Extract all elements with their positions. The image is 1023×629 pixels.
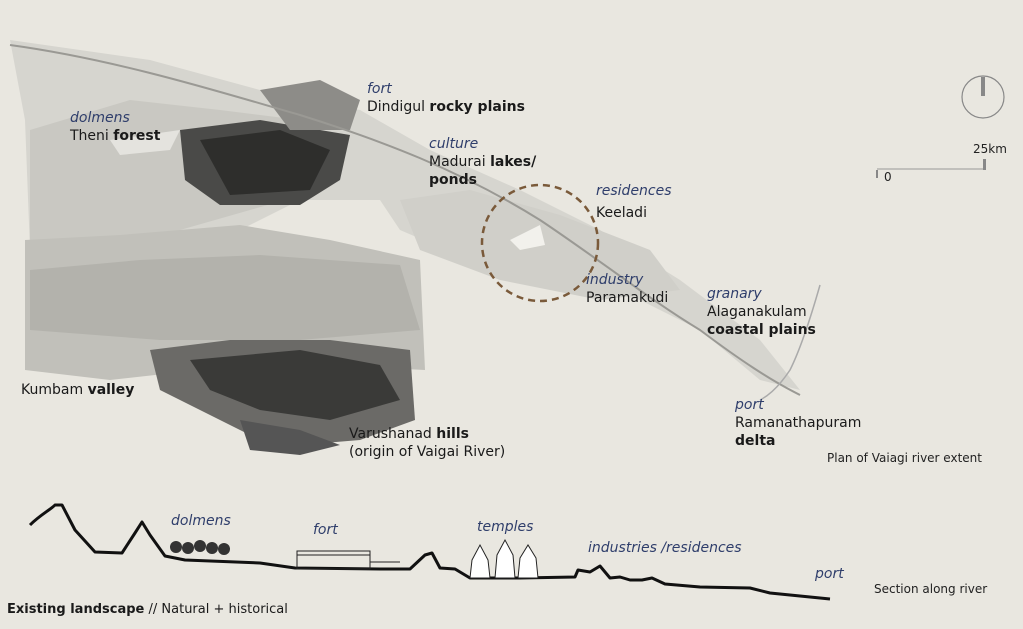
section-caption: Section along river bbox=[874, 582, 988, 596]
map-label-madurai: culture Madurai lakes/ ponds bbox=[429, 136, 536, 189]
place-type: valley bbox=[87, 382, 135, 398]
scale-end-label: 25km bbox=[973, 142, 1007, 156]
map-label-varushanad: Varushanad hills (origin of Vaigai River… bbox=[349, 425, 505, 461]
map-label-keeladi: residences Keeladi bbox=[596, 183, 672, 222]
place-type: lakes/ bbox=[490, 154, 537, 170]
footer-subtitle: Natural + historical bbox=[161, 602, 288, 617]
place-name: Theni bbox=[70, 128, 109, 144]
place-type-line2: ponds bbox=[429, 172, 477, 188]
place-note: (origin of Vaigai River) bbox=[349, 444, 506, 460]
place-name: Keeladi bbox=[596, 205, 647, 221]
vaigai-river bbox=[9, 44, 801, 396]
category-label: granary bbox=[707, 286, 762, 302]
category-label: port bbox=[735, 397, 764, 413]
place-name: Dindigul bbox=[367, 99, 425, 115]
place-type: coastal plains bbox=[707, 322, 816, 338]
place-type: forest bbox=[113, 128, 161, 144]
place-type: hills bbox=[436, 426, 469, 442]
section-label-fort: fort bbox=[313, 522, 338, 538]
keeladi-highlight-circle bbox=[480, 183, 600, 303]
category-label: industry bbox=[586, 272, 644, 288]
place-name: Paramakudi bbox=[586, 290, 669, 306]
map-label-dindigul: fort Dindigul rocky plains bbox=[367, 81, 525, 116]
place-name: Ramanathapuram bbox=[735, 415, 862, 431]
scale-bar bbox=[876, 159, 986, 178]
place-name: Madurai bbox=[429, 154, 486, 170]
coast-line bbox=[759, 284, 821, 401]
north-arrow-icon bbox=[961, 75, 1005, 119]
map-label-ramanathapuram: port Ramanathapuram delta bbox=[735, 397, 861, 450]
map-label-alaganakulam: granary Alaganakulam coastal plains bbox=[707, 286, 816, 339]
category-label: dolmens bbox=[70, 110, 130, 126]
place-type: delta bbox=[735, 433, 776, 449]
trees-icon bbox=[170, 540, 230, 555]
map-caption: Plan of Vaiagi river extent bbox=[827, 451, 982, 465]
footer-title: Existing landscape // Natural + historic… bbox=[7, 602, 288, 617]
category-label: culture bbox=[429, 136, 479, 152]
map-label-paramakudi: industry Paramakudi bbox=[586, 272, 668, 307]
river-plan-map bbox=[9, 40, 1005, 455]
map-label-kumbam: Kumbam valley bbox=[21, 381, 134, 399]
terrain-collage bbox=[10, 40, 800, 455]
place-name: Alaganakulam bbox=[707, 304, 807, 320]
fort-icon bbox=[296, 550, 400, 570]
map-label-theni: dolmens Theni forest bbox=[70, 110, 160, 145]
section-label-temples: temples bbox=[477, 519, 534, 535]
footer-heading: Existing landscape bbox=[7, 602, 145, 617]
section-label-port: port bbox=[815, 566, 844, 582]
category-label: fort bbox=[367, 81, 392, 97]
place-name: Kumbam bbox=[21, 382, 84, 398]
section-label-industries-residences: industries /residences bbox=[588, 540, 742, 556]
category-label: residences bbox=[596, 183, 672, 199]
place-type: rocky plains bbox=[429, 99, 525, 115]
temples-icon bbox=[469, 538, 539, 579]
footer-separator: // bbox=[148, 602, 158, 617]
scale-start-label: 0 bbox=[884, 170, 892, 184]
place-name: Varushanad bbox=[349, 426, 432, 442]
section-label-dolmens: dolmens bbox=[171, 513, 231, 529]
